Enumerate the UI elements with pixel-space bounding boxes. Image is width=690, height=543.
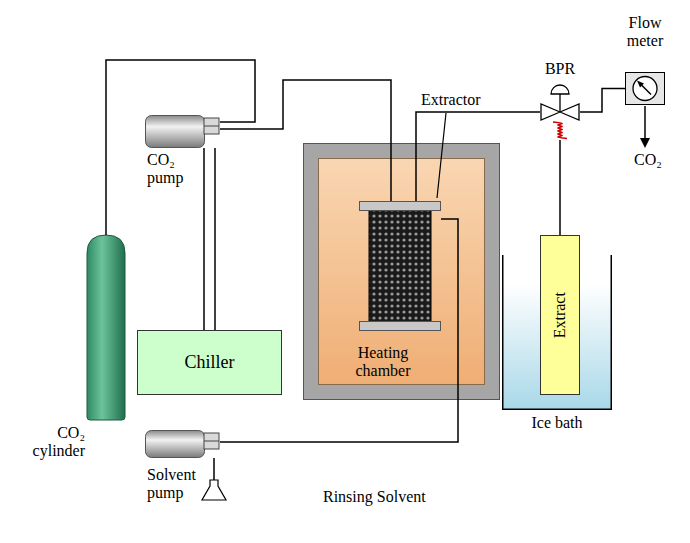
label-text: CO₂: [634, 151, 662, 169]
outlet-label: CO₂: [634, 151, 662, 169]
heating-chamber: Heating chamber Extractor: [303, 143, 500, 400]
heating-coil: [553, 122, 567, 139]
pump-label: Solvent pump: [147, 466, 203, 503]
text-slot: Chiller: [138, 331, 281, 394]
text-slot: CO₂ pump: [147, 151, 197, 188]
pump: CO₂ pump: [145, 115, 220, 148]
pump: Solvent pump: [145, 430, 220, 458]
valve-actuator: [551, 85, 569, 94]
gas-cylinder-label: CO₂ cylinder: [21, 424, 85, 461]
outlet-line: [644, 106, 646, 139]
valve-body: [541, 104, 579, 120]
flow-meter-label: Flow meter: [615, 14, 675, 51]
meter-dial: [633, 77, 657, 101]
solvent-flask: [202, 480, 226, 500]
solvent-label: Rinsing Solvent: [323, 488, 426, 506]
label-text: Rinsing Solvent: [323, 488, 426, 506]
pump-head-line: [204, 126, 219, 127]
solvent-line: [213, 458, 215, 480]
gas-cylinder: CO₂ cylinder: [87, 235, 125, 420]
cylinder-body: [87, 235, 125, 420]
text-slot: Ice bath: [502, 414, 612, 432]
heating-chamber-label: Heating chamber: [338, 344, 428, 381]
back-pressure-regulator-label: BPR: [530, 60, 590, 78]
bottom-flange: [360, 322, 441, 331]
meter-needle-head: [637, 81, 644, 88]
pump-label: CO₂ pump: [147, 151, 197, 188]
flow-meter: Flow meter: [625, 72, 665, 105]
pump-body: [146, 431, 205, 458]
pump-head: [204, 433, 219, 449]
text-slot: BPR: [530, 60, 590, 78]
pipe-line: [580, 89, 625, 113]
pipe-line: [559, 140, 561, 235]
pipe-line: [106, 60, 255, 235]
pump-shape: [145, 430, 220, 458]
pipe-line: [203, 148, 205, 330]
extractor-column-label: Extractor: [421, 91, 501, 109]
text-slot: Extractor: [421, 91, 501, 109]
text-slot: Solvent pump: [147, 466, 203, 503]
outlet-arrowhead: [640, 138, 650, 148]
back-pressure-regulator: BPR: [540, 60, 580, 140]
top-flange: [360, 202, 441, 211]
pump-head: [204, 118, 219, 134]
ice-bath: Ice bathExtract: [502, 255, 612, 410]
pump-head-line: [204, 441, 219, 442]
text-slot: Extract: [541, 236, 579, 394]
extract-vial-label: Extract: [551, 292, 569, 338]
text-slot: CO₂ cylinder: [21, 424, 85, 461]
extract-vial: Extract: [540, 235, 580, 395]
pump-body: [146, 116, 205, 148]
ice-bath-label: Ice bath: [502, 414, 612, 432]
chiller-box: Chiller: [137, 330, 282, 395]
chiller-box-label: Chiller: [185, 352, 235, 373]
pump-shape: [145, 115, 220, 148]
extractor-column: Extractor: [359, 201, 441, 331]
text-slot: Flow meter: [615, 14, 675, 51]
flow-meter-shape: [625, 72, 665, 105]
gas-cylinder-shape: [87, 235, 125, 420]
text-slot: Heating chamber: [338, 344, 428, 381]
valve-stem: [559, 94, 560, 112]
pipe-line: [214, 148, 216, 330]
meter-body: [626, 73, 665, 105]
packed-bed: [369, 210, 431, 322]
extractor-column-shape: [359, 201, 441, 331]
